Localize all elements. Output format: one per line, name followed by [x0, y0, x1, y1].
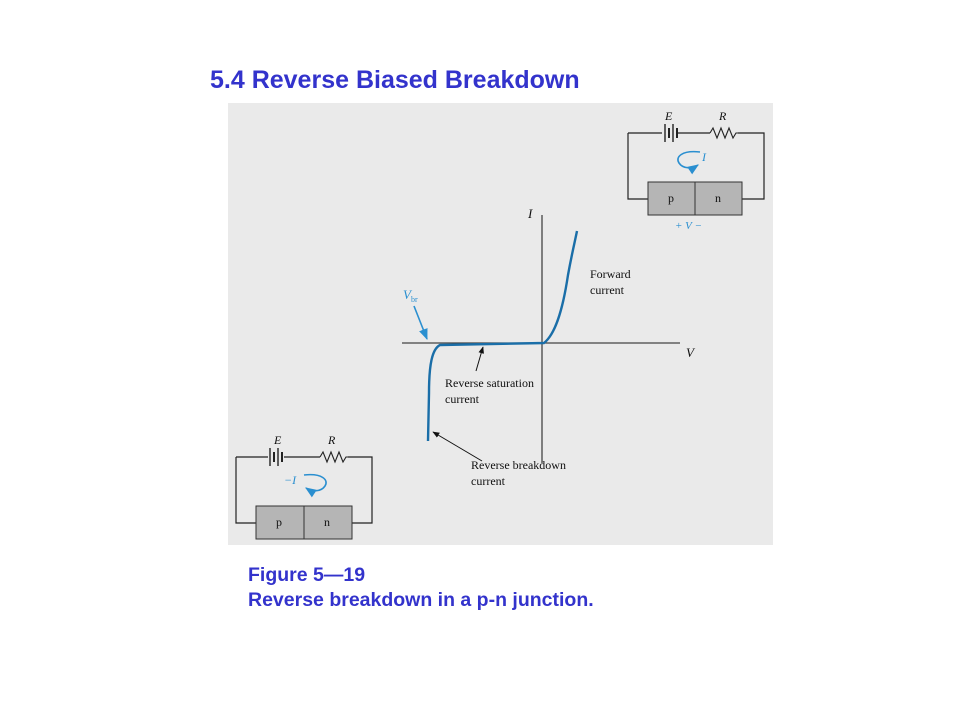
figure-number: Figure 5—19 [248, 564, 366, 586]
figure-caption: Figure 5—19 Reverse breakdown in a p-n j… [248, 563, 594, 613]
current-axis-label: I [527, 206, 533, 221]
reverse-saturation-arrow [475, 346, 484, 372]
forward-current-label-line1: Forward [590, 267, 631, 281]
forward-source-label: E [664, 109, 673, 123]
reverse-saturation-label-line2: current [445, 392, 480, 406]
forward-n-region [694, 181, 743, 216]
forward-bias-circuit: E R I p n + V − [627, 109, 765, 232]
forward-voltage-polarity: + V − [675, 220, 702, 232]
forward-resistor-zigzag [709, 126, 738, 140]
iv-curve [426, 230, 579, 442]
reverse-bias-circuit: E R −I p n [235, 433, 373, 540]
forward-current-symbol: I [701, 150, 707, 164]
breakdown-voltage-label: Vbr [403, 287, 418, 304]
reverse-saturation-label-line1: Reverse saturation [445, 376, 534, 390]
forward-resistor-label: R [718, 109, 727, 123]
reverse-p-label: p [276, 515, 282, 529]
reverse-circuit-resistor-gap [320, 451, 348, 463]
reverse-current-symbol: −I [284, 473, 297, 487]
iv-diagram: I V Vbr Forward current Reverse saturati… [235, 109, 765, 540]
reverse-resistor-zigzag [319, 450, 348, 464]
reverse-circuit-wire [235, 456, 373, 524]
slide-title: 5.4 Reverse Biased Breakdown [210, 66, 580, 94]
forward-current-loop-arrow [677, 150, 701, 175]
reverse-n-label: n [324, 515, 330, 529]
voltage-axis-label: V [686, 345, 696, 360]
reverse-n-region [303, 505, 353, 540]
figure-description: Reverse breakdown in a p-n junction. [248, 589, 594, 611]
reverse-breakdown-label-line1: Reverse breakdown [471, 458, 566, 472]
forward-p-label: p [668, 191, 674, 205]
forward-circuit-wire [627, 132, 765, 200]
reverse-breakdown-arrow [432, 431, 483, 462]
forward-n-label: n [715, 191, 721, 205]
forward-circuit-resistor-gap [710, 127, 738, 139]
reverse-resistor-label: R [327, 433, 336, 447]
reverse-circuit-battery-gap [268, 449, 284, 465]
breakdown-voltage-arrow [413, 305, 428, 341]
reverse-current-loop-arrow [303, 473, 327, 498]
reverse-source-label: E [273, 433, 282, 447]
reverse-breakdown-label-line2: current [471, 474, 506, 488]
forward-current-label-line2: current [590, 283, 625, 297]
forward-p-region [647, 181, 696, 216]
figure-panel: I V Vbr Forward current Reverse saturati… [228, 103, 773, 545]
